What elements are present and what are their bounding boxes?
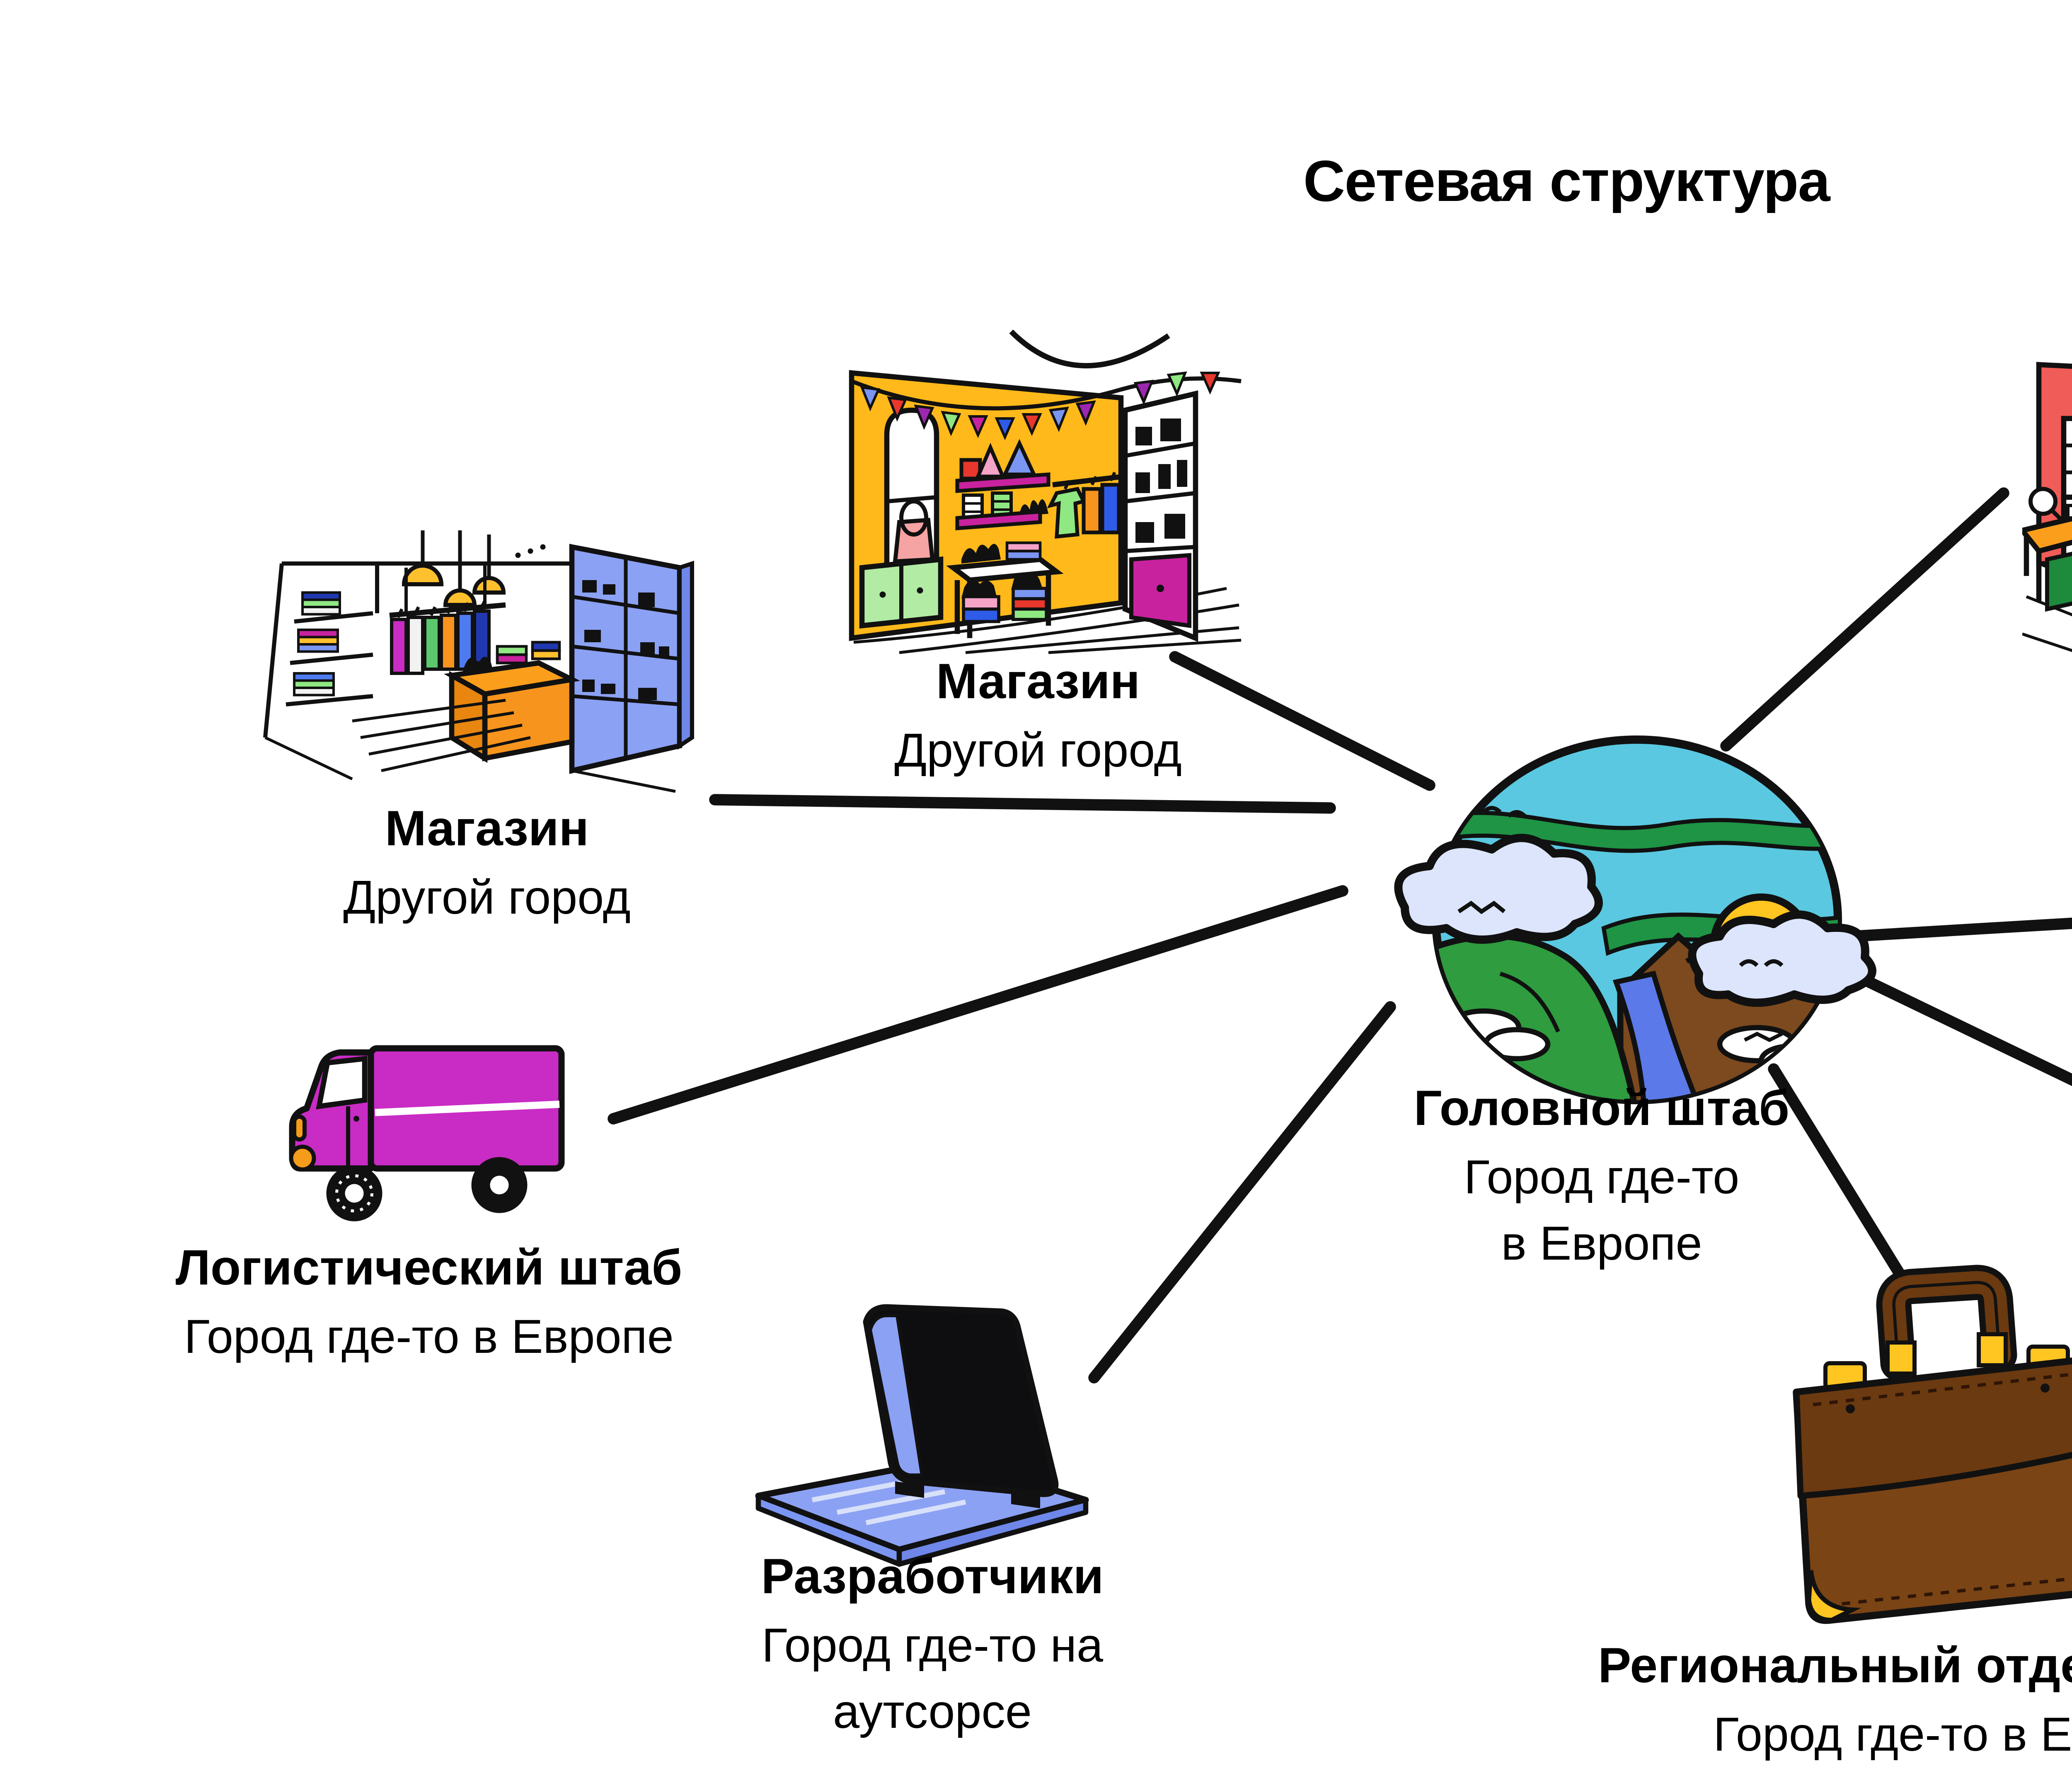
briefcase-icon [1793, 1265, 2072, 1624]
regional-sales-location: Город где-то в Европе [1713, 1707, 2072, 1761]
delivery-truck-icon [289, 1045, 565, 1222]
store-left-location: Другой город [343, 870, 631, 924]
hq-name: Головной штаб [1414, 1081, 1790, 1137]
connector-line-developers [1088, 1001, 1396, 1384]
clothing-store-yellow-icon [849, 329, 1242, 654]
store-top-left-location: Другой город [894, 723, 1182, 777]
developers-location-line2: аутсорсе [833, 1684, 1032, 1738]
connector-line-store-far-right [1844, 917, 2072, 942]
connector-line-store-left [709, 794, 1336, 814]
connector-line-store-top-left [1169, 651, 1435, 791]
page-title: Сетевая структура [1303, 149, 1830, 213]
store-left-name: Магазин [385, 802, 589, 858]
logistics-label: Логистический штаб Город где-то в Европе [176, 1237, 683, 1369]
hq-location-line2: в Европе [1501, 1216, 1702, 1270]
connector-line-manufacturing [1859, 974, 2072, 1086]
developers-name: Разработчики [761, 1550, 1104, 1606]
developers-label: Разработчики Город где-то на аутсорсе [761, 1546, 1104, 1744]
connector-line-store-top-right [1720, 487, 2009, 752]
clothing-store-showroom-icon [263, 530, 694, 793]
store-top-left-name: Магазин [936, 655, 1140, 711]
logistics-location: Город где-то в Европе [184, 1309, 674, 1363]
globe-icon [1394, 735, 1876, 1104]
hq-location-line1: Город где-то [1464, 1150, 1740, 1204]
connector-line-logistics [608, 885, 1348, 1125]
regional-sales-label: Региональный отдел продаж Город где-то в… [1598, 1635, 2072, 1767]
logistics-name: Логистический штаб [175, 1241, 683, 1297]
clothing-store-red-icon [2022, 362, 2072, 652]
regional-sales-name: Региональный отдел продаж [1598, 1639, 2072, 1695]
connector-line-regional-sales [1768, 1063, 1912, 1290]
store-left-label: Магазин Другой город [343, 798, 631, 930]
developers-location-line1: Город где-то на [762, 1618, 1103, 1672]
hq-label: Головной штаб Город где-то в Европе [1414, 1077, 1790, 1276]
laptop-icon [755, 1304, 1089, 1567]
store-top-left-label: Магазин Другой город [894, 651, 1182, 783]
